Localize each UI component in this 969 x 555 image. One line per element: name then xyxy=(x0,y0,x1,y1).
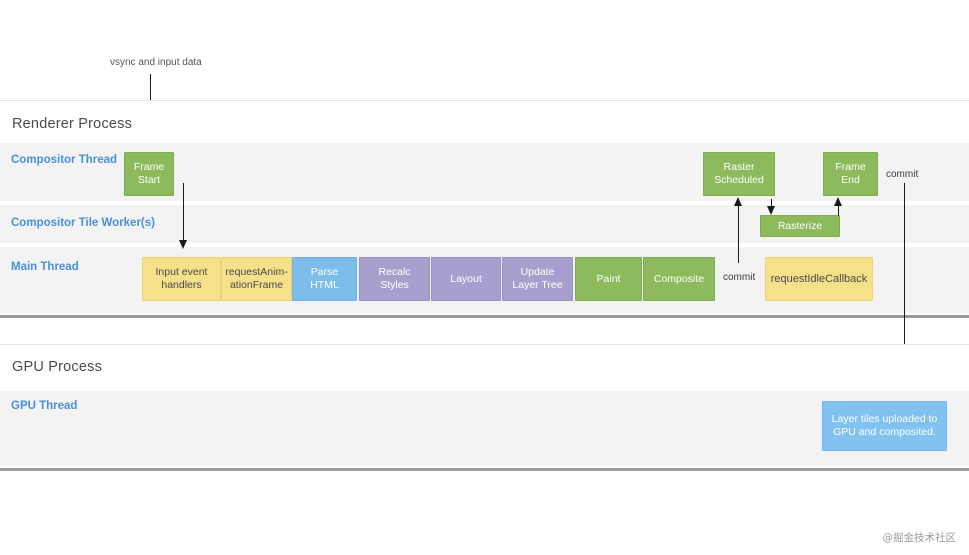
vsync-annotation-label: vsync and input data xyxy=(110,57,202,68)
commit-to-gpu-line xyxy=(904,183,905,395)
rasterize-to-frame-end-arrow xyxy=(833,197,842,206)
block-paint[interactable]: Paint xyxy=(575,257,642,301)
block-recalc-styles[interactable]: Recalc Styles xyxy=(359,257,430,301)
row-gpu-thread: GPU Thread Layer tiles uploaded to GPU a… xyxy=(0,391,969,466)
block-layout[interactable]: Layout xyxy=(431,257,501,301)
commit-gpu-label: commit xyxy=(886,169,919,180)
gpu-process-title: GPU Process xyxy=(12,359,103,375)
block-raster-scheduled[interactable]: Raster Scheduled xyxy=(703,152,775,196)
commit-to-raster-scheduled-arrow xyxy=(733,197,742,206)
row-main-thread: Main Thread Input event handlers request… xyxy=(0,247,969,313)
row-compositor-tile-worker: Compositor Tile Worker(s) Rasterize xyxy=(0,205,969,243)
frame-start-to-main-thread-line xyxy=(183,183,184,242)
commit-to-raster-scheduled-line xyxy=(738,199,739,263)
commit-main-thread-label: commit xyxy=(723,272,756,283)
block-input-event-handlers[interactable]: Input event handlers xyxy=(142,257,221,301)
rasterize-to-frame-end-line xyxy=(838,199,839,216)
frame-start-to-main-thread-arrow xyxy=(178,240,187,249)
row-compositor-thread: Compositor Thread Frame Start Raster Sch… xyxy=(0,143,969,201)
block-request-idle-callback[interactable]: requestIdleCallback xyxy=(765,257,873,301)
row-label-gpu-thread: GPU Thread xyxy=(11,400,78,412)
renderer-process-panel: Renderer Process Compositor Thread Frame… xyxy=(0,100,969,318)
raster-scheduled-to-rasterize-line xyxy=(771,199,772,208)
renderer-process-title: Renderer Process xyxy=(12,116,133,132)
block-rasterize[interactable]: Rasterize xyxy=(760,215,840,237)
block-parse-html[interactable]: Parse HTML xyxy=(292,257,357,301)
block-composite[interactable]: Composite xyxy=(643,257,715,301)
block-frame-end[interactable]: Frame End xyxy=(823,152,878,196)
row-label-compositor-thread: Compositor Thread xyxy=(11,154,118,166)
row-label-main-thread: Main Thread xyxy=(11,261,79,273)
block-update-layer-tree[interactable]: Update Layer Tree xyxy=(502,257,573,301)
row-label-compositor-tile-worker: Compositor Tile Worker(s) xyxy=(11,217,155,229)
block-request-animation-frame[interactable]: requestAnim- ationFrame xyxy=(221,257,292,301)
block-frame-start[interactable]: Frame Start xyxy=(124,152,174,196)
watermark-label: @掘金技术社区 xyxy=(882,532,957,544)
block-layer-tiles-uploaded[interactable]: Layer tiles uploaded to GPU and composit… xyxy=(822,401,947,451)
raster-scheduled-to-rasterize-arrow xyxy=(766,206,775,215)
gpu-process-panel: GPU Process GPU Thread Layer tiles uploa… xyxy=(0,344,969,471)
